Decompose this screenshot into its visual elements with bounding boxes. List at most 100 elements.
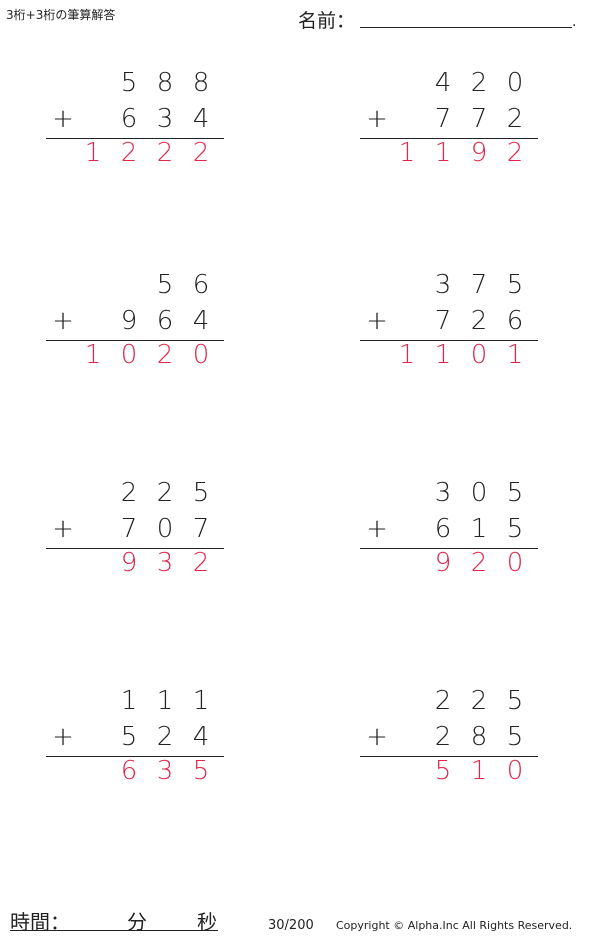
addend-digit: 5: [156, 270, 174, 300]
answer-digit: 1: [398, 340, 416, 370]
answer-digit: 0: [120, 340, 138, 370]
addend-digit: 5: [192, 478, 210, 508]
addend-digit: 7: [470, 270, 488, 300]
addend-digit: 2: [156, 478, 174, 508]
plus-operator: +: [366, 104, 388, 134]
plus-operator: +: [52, 514, 74, 544]
addend-digit: 7: [434, 306, 452, 336]
answer-digit: 1: [84, 138, 102, 168]
addend-digit: 0: [470, 478, 488, 508]
name-label: 名前：: [298, 10, 356, 32]
answer-digit: 9: [120, 548, 138, 578]
addend-digit: 4: [192, 722, 210, 752]
addend-digit: 8: [156, 68, 174, 98]
answer-digit: 0: [506, 756, 524, 786]
answer-digit: 0: [470, 340, 488, 370]
addend-digit: 7: [434, 104, 452, 134]
addend-digit: 2: [156, 722, 174, 752]
addend-digit: 2: [434, 686, 452, 716]
addend-digit: 7: [120, 514, 138, 544]
addend-digit: 5: [120, 722, 138, 752]
answer-digit: 1: [434, 340, 452, 370]
addend-digit: 5: [506, 478, 524, 508]
addend-digit: 8: [470, 722, 488, 752]
answer-digit: 3: [156, 548, 174, 578]
sum-rule-line: [46, 340, 224, 341]
addend-digit: 4: [434, 68, 452, 98]
addend-digit: 1: [192, 686, 210, 716]
answer-digit: 2: [156, 340, 174, 370]
answer-digit: 2: [470, 548, 488, 578]
addend-digit: 2: [120, 478, 138, 508]
answer-digit: 0: [506, 548, 524, 578]
addend-digit: 1: [470, 514, 488, 544]
addend-digit: 8: [192, 68, 210, 98]
plus-operator: +: [366, 722, 388, 752]
sum-rule-line: [46, 756, 224, 757]
answer-digit: 5: [434, 756, 452, 786]
plus-operator: +: [52, 722, 74, 752]
addend-digit: 2: [506, 104, 524, 134]
plus-operator: +: [366, 306, 388, 336]
addend-digit: 3: [434, 478, 452, 508]
addend-digit: 6: [120, 104, 138, 134]
minutes-label: 分: [127, 910, 147, 934]
sum-rule-line: [360, 340, 538, 341]
answer-digit: 2: [192, 138, 210, 168]
answer-digit: 9: [470, 138, 488, 168]
addend-digit: 1: [156, 686, 174, 716]
name-end-mark: .: [572, 14, 577, 30]
addend-digit: 3: [156, 104, 174, 134]
answer-digit: 6: [120, 756, 138, 786]
answer-digit: 3: [156, 756, 174, 786]
addend-digit: 2: [470, 686, 488, 716]
sum-rule-line: [46, 548, 224, 549]
sum-rule-line: [360, 138, 538, 139]
answer-digit: 2: [120, 138, 138, 168]
addend-digit: 3: [434, 270, 452, 300]
addend-digit: 2: [470, 68, 488, 98]
addend-digit: 7: [470, 104, 488, 134]
answer-digit: 1: [470, 756, 488, 786]
addend-digit: 9: [120, 306, 138, 336]
addend-digit: 6: [434, 514, 452, 544]
answer-digit: 9: [434, 548, 452, 578]
addend-digit: 2: [434, 722, 452, 752]
answer-digit: 1: [84, 340, 102, 370]
sum-rule-line: [360, 756, 538, 757]
answer-digit: 5: [192, 756, 210, 786]
page-number: 30/200: [268, 918, 314, 933]
name-underline[interactable]: [360, 27, 572, 28]
time-underline: [10, 930, 218, 931]
answer-digit: 1: [506, 340, 524, 370]
answer-digit: 2: [156, 138, 174, 168]
worksheet-title: 3桁+3桁の筆算解答: [6, 8, 116, 22]
addend-digit: 5: [506, 514, 524, 544]
addend-digit: 0: [506, 68, 524, 98]
addend-digit: 6: [156, 306, 174, 336]
addend-digit: 4: [192, 306, 210, 336]
addend-digit: 4: [192, 104, 210, 134]
answer-digit: 2: [506, 138, 524, 168]
